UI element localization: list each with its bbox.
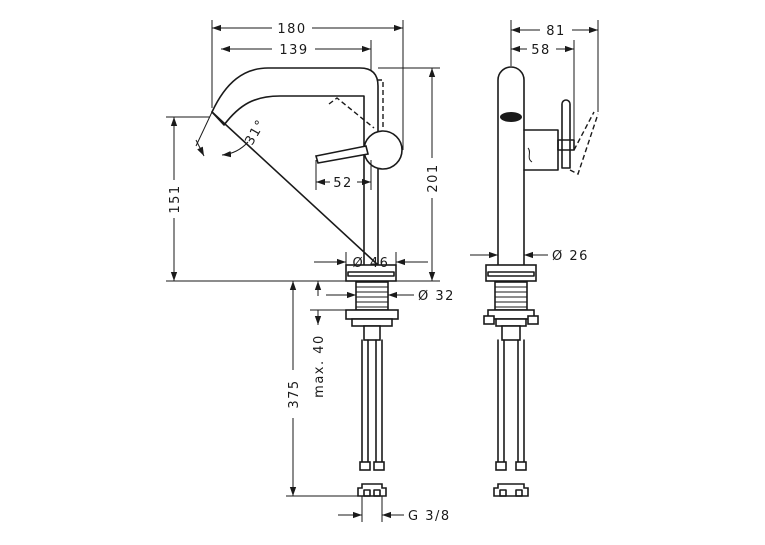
dim-139: 139 [279, 43, 308, 58]
side-body [497, 66, 525, 266]
dim-180: 180 [277, 22, 306, 37]
dim-151: 151 [168, 184, 183, 213]
spout-outlet [211, 111, 223, 123]
dim-max-40: max. 40 [312, 334, 327, 398]
dim-81: 81 [546, 24, 566, 39]
dim-375: 375 [287, 379, 302, 408]
aerator [500, 112, 522, 122]
dim-201: 201 [426, 163, 441, 192]
side-lever [561, 99, 571, 169]
side-view [483, 66, 599, 497]
dim-dia-32: Ø 32 [418, 289, 455, 304]
dim-dia-46: Ø 46 [353, 256, 390, 271]
side-hoses [497, 339, 525, 463]
front-view [211, 67, 403, 497]
side-lever-alt [569, 111, 599, 175]
dim-52: 52 [333, 176, 353, 191]
dim-58: 58 [531, 43, 551, 58]
mounting-washer [351, 318, 393, 327]
hose-fittings [357, 483, 387, 497]
dim-angle: 31° [242, 117, 269, 148]
dim-dia-26: Ø 26 [552, 249, 589, 264]
handle-knob [363, 130, 403, 170]
spout [211, 67, 379, 266]
supply-hoses [361, 339, 383, 463]
lever [314, 145, 369, 164]
side-dimensions: 81 58 Ø 26 [470, 20, 599, 264]
base-plate [345, 264, 397, 282]
threaded-shank [355, 281, 389, 311]
front-dimensions: 180 139 31° 52 151 201 Ø 46 [166, 20, 455, 524]
side-shank [494, 281, 528, 311]
lever-alt-position [328, 79, 384, 129]
dim-thread: G 3/8 [408, 509, 451, 524]
base-ring [347, 271, 395, 277]
mounting-nut [345, 309, 399, 320]
side-base [485, 264, 537, 282]
